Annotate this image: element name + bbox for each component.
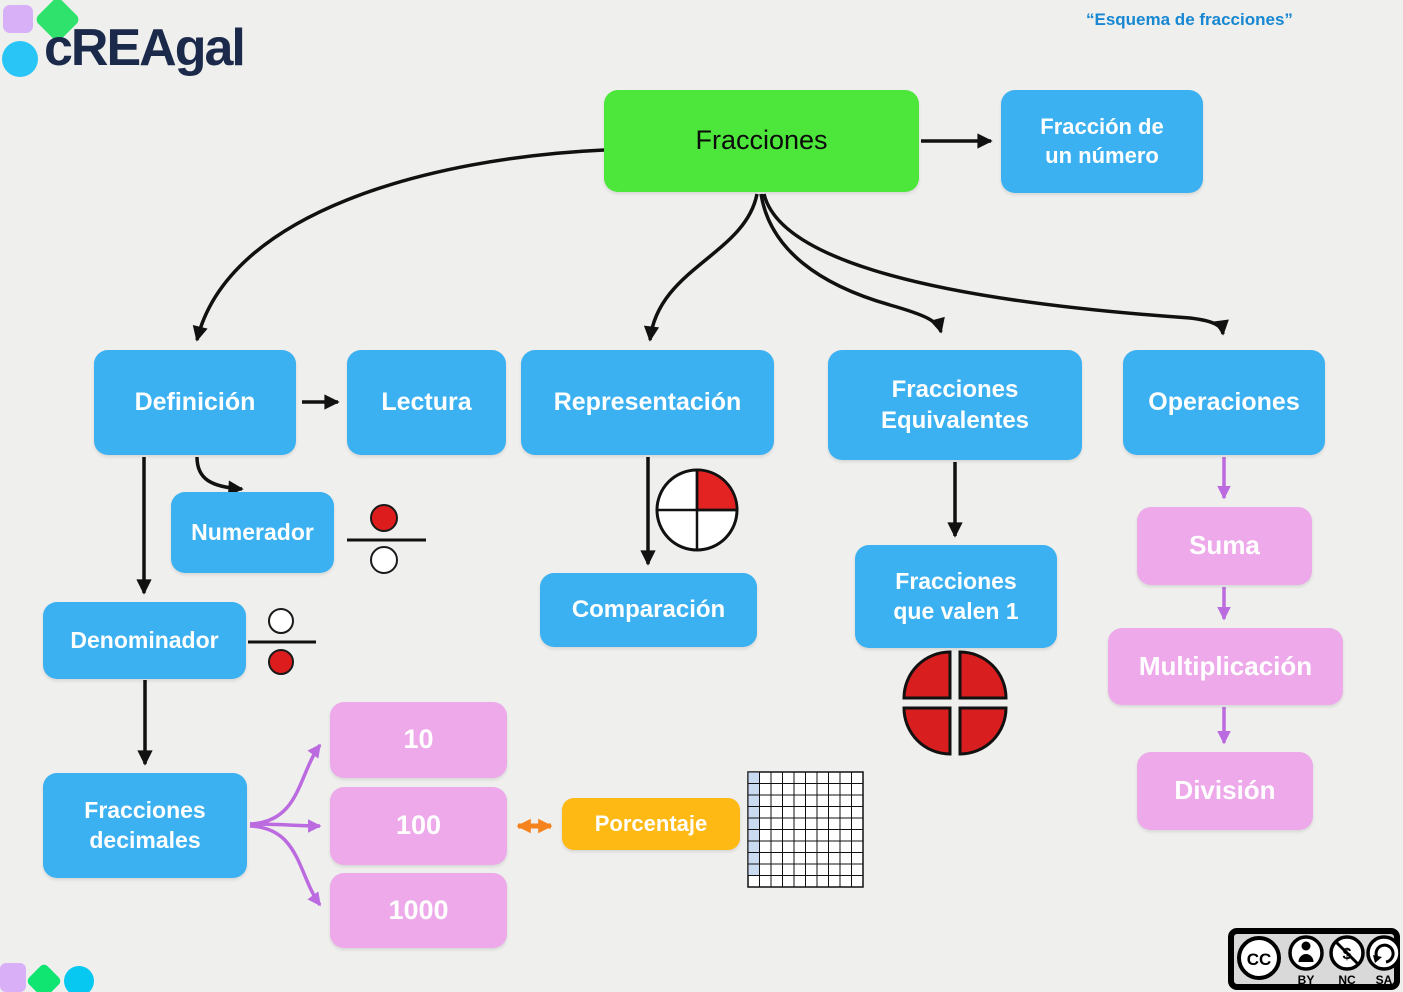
logo-text: cREAgal <box>44 19 246 77</box>
svg-text:NC: NC <box>1338 973 1356 987</box>
arrow-fracciones-to-representacion <box>643 193 759 342</box>
page-title: “Esquema de fracciones” <box>1086 10 1293 29</box>
node-fracciones-decimales: Fracciones decimales <box>43 773 247 878</box>
svg-text:CC: CC <box>1247 950 1272 969</box>
footer-cyan-circle <box>64 966 94 992</box>
node-denominador: Denominador <box>43 602 246 679</box>
node-fracciones-equivalentes: Fracciones Equivalentes <box>828 350 1082 460</box>
arrow-decimales-to-10 <box>249 743 322 826</box>
node-division: División <box>1137 752 1313 830</box>
hundred-grid-icon <box>747 771 864 888</box>
denominator-fraction-icon <box>248 608 316 675</box>
arrow-fracciones-to-operaciones <box>762 193 1229 336</box>
node-fracciones: Fracciones <box>604 90 919 192</box>
node-numerador: Numerador <box>171 492 334 573</box>
cc-license-badge: CC $ BY NC SA <box>1228 928 1400 990</box>
node-lectura: Lectura <box>347 350 506 455</box>
node-comparacion: Comparación <box>540 573 757 647</box>
quarter-pie-icon <box>655 468 739 552</box>
node-suma: Suma <box>1137 507 1312 585</box>
node-fracciones-que-valen-1: Fracciones que valen 1 <box>855 545 1057 648</box>
footer-purple-square <box>0 963 26 992</box>
nc-dollar-icon: $ <box>1329 935 1365 971</box>
node-1000: 1000 <box>330 873 507 948</box>
by-person-icon <box>1288 935 1324 971</box>
arrow-decimales-to-1000 <box>249 824 322 907</box>
node-representacion: Representación <box>521 350 774 455</box>
svg-text:BY: BY <box>1298 973 1315 987</box>
arrow-definicion-to-numerador <box>195 456 244 496</box>
arrow-decimales-to-100 <box>249 819 322 833</box>
numerator-fraction-icon <box>347 504 426 574</box>
node-porcentaje: Porcentaje <box>562 798 740 850</box>
arrow-fracciones-to-definicion <box>192 148 605 342</box>
node-definicion: Definición <box>94 350 296 455</box>
node-100: 100 <box>330 787 507 865</box>
node-multiplicacion: Multiplicación <box>1108 628 1343 705</box>
logo-cyan-circle <box>2 41 38 77</box>
node-fraccion-de-un-numero: Fracción de un número <box>1001 90 1203 193</box>
logo-purple-square <box>3 5 33 33</box>
unit-circle-quarters-icon <box>902 650 1008 756</box>
node-operaciones: Operaciones <box>1123 350 1325 455</box>
node-10: 10 <box>330 702 507 778</box>
cc-icon: CC <box>1237 936 1281 980</box>
arrow-fracciones-to-equivalentes <box>759 193 945 334</box>
sa-share-alike-icon <box>1366 935 1400 971</box>
svg-text:SA: SA <box>1376 973 1393 987</box>
